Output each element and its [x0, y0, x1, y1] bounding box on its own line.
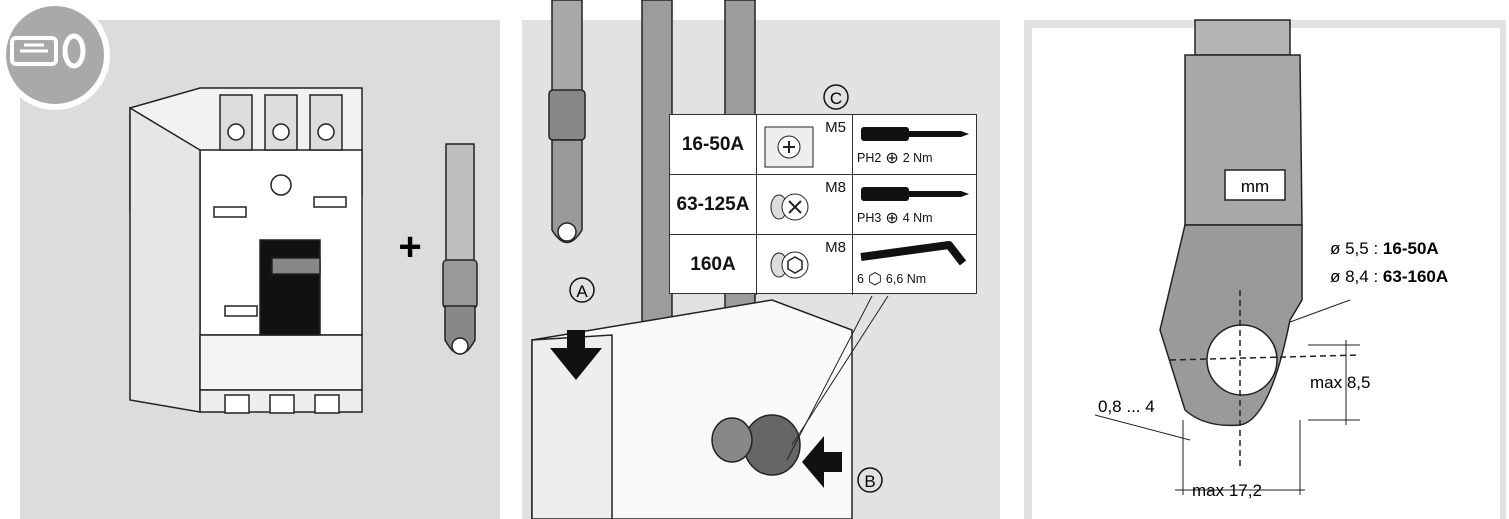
thread-size: M8: [825, 239, 846, 256]
tool-spec: 6 ⬡ 6,6 Nm: [857, 269, 926, 289]
diameter-large: ø 8,4 : 63-160A: [1330, 267, 1448, 286]
table-row: 160A M8 6 ⬡ 6,6 Nm: [670, 235, 976, 295]
torque-table: 16-50A M5 PH2 ⊕ 2 Nm: [669, 114, 977, 295]
lug-dimension-drawing: mm ø 5,5 : 16-50A ø 8,4 : 63-160A max 8,…: [1094, 19, 1448, 500]
phillips-icon: ⊕: [885, 150, 899, 167]
driver-size: PH3: [857, 211, 882, 225]
screwdriver-icon: [861, 187, 969, 201]
unit-label: mm: [1241, 177, 1269, 196]
tool-spec: PH3 ⊕ 4 Nm: [857, 208, 933, 228]
hex-screw-icon: [770, 251, 809, 279]
tool-cell: PH2 ⊕ 2 Nm: [853, 115, 976, 174]
lug-dimension-panel: mm ø 5,5 : 16-50A ø 8,4 : 63-160A max 8,…: [1010, 0, 1509, 519]
tool-cell: 6 ⬡ 6,6 Nm: [853, 235, 976, 295]
arrow-down-icon: [550, 330, 602, 380]
torque-value: 4 Nm: [902, 211, 933, 225]
screwdriver-icon: [861, 127, 969, 141]
tool-spec: PH2 ⊕ 2 Nm: [857, 148, 933, 168]
max-width-label: max 17,2: [1192, 481, 1262, 500]
cross-screw-icon: [770, 193, 809, 221]
plus-sign: +: [398, 225, 421, 269]
thickness-label: 0,8 ... 4: [1098, 397, 1155, 416]
dimension-lines: [1094, 299, 1360, 495]
arrow-left-icon: [802, 436, 842, 488]
hex-icon: ⬡: [867, 271, 882, 288]
callout-a: A: [576, 282, 588, 301]
terminal-screw-icon: [764, 126, 814, 168]
screw-cell: M5: [757, 115, 853, 174]
amp-rating: 16-50A: [670, 115, 757, 174]
callout-b: B: [864, 472, 875, 491]
breaker-panel: +: [0, 0, 510, 519]
driver-size: PH2: [857, 151, 882, 165]
breaker-illustration: +: [0, 0, 478, 414]
amp-rating: 160A: [670, 235, 757, 295]
screw-cell: M8: [757, 175, 853, 234]
cable-lug: [442, 143, 478, 355]
circuit-breaker: [129, 87, 363, 414]
thread-size: M8: [825, 179, 846, 196]
tool-cell: PH3 ⊕ 4 Nm: [853, 175, 976, 234]
phillips-icon: ⊕: [885, 210, 899, 227]
screw-cell: M8: [757, 235, 853, 295]
torque-value: 2 Nm: [902, 151, 933, 165]
amp-rating: 63-125A: [670, 175, 757, 234]
table-row: 63-125A M8 PH3 ⊕ 4 Nm: [670, 175, 976, 235]
installation-illustration: A B C: [531, 0, 889, 519]
breaker-terminals: [531, 299, 853, 519]
driver-size: 6: [857, 272, 864, 286]
torque-value: 6,6 Nm: [885, 272, 927, 286]
table-row: 16-50A M5 PH2 ⊕ 2 Nm: [670, 115, 976, 175]
diameter-small: ø 5,5 : 16-50A: [1330, 239, 1439, 258]
allen-key-icon: [860, 241, 967, 266]
callout-c: C: [830, 89, 842, 108]
thread-size: M5: [825, 119, 846, 136]
max-height-label: max 8,5: [1310, 373, 1370, 392]
installation-panel: A B C 16-50A M5 PH2: [512, 0, 1009, 519]
